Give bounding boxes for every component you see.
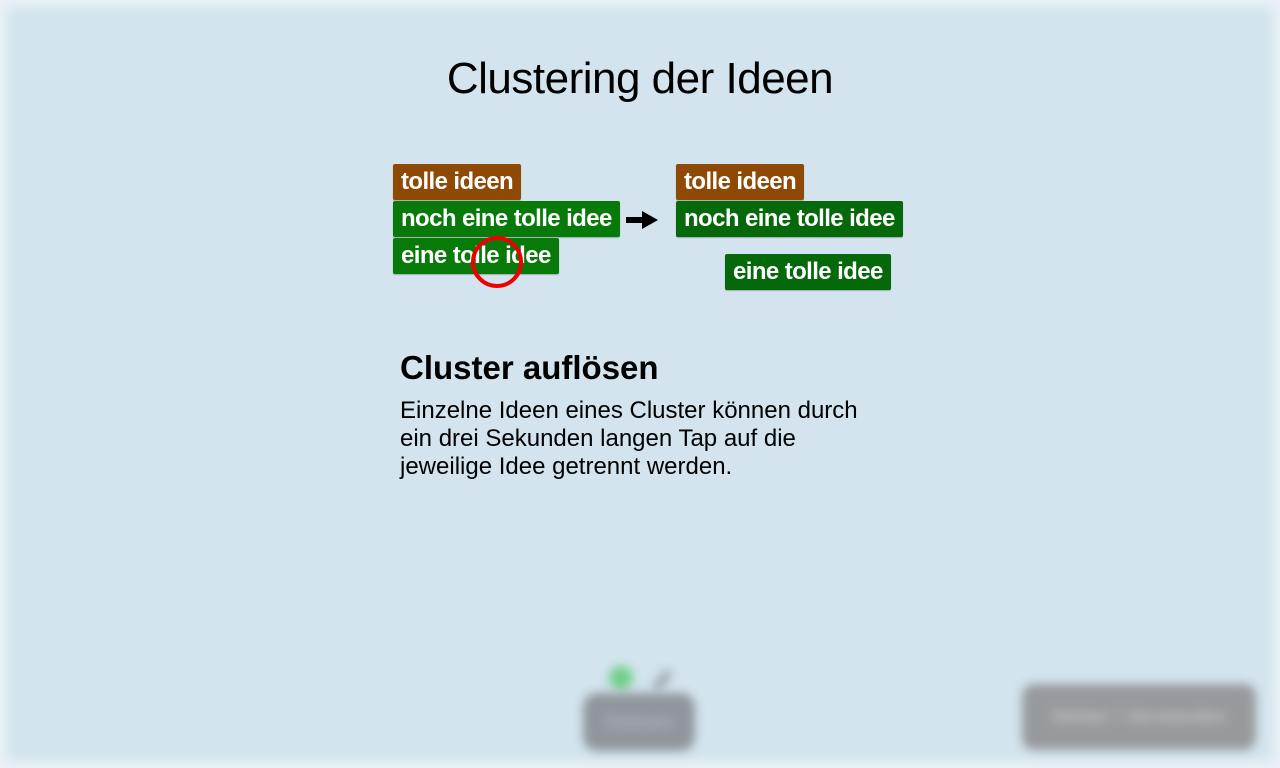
thumbs-icon [609, 666, 673, 690]
idea-tag-after-separated: eine tolle idee [725, 254, 891, 290]
page-title: Clustering der Ideen [446, 54, 834, 103]
right-arrow-icon [626, 211, 658, 229]
idea-tag-before-1: tolle ideen [393, 164, 522, 200]
idea-tag-before-2: noch eine tolle idee [393, 201, 620, 237]
tap-highlight-circle [471, 236, 523, 288]
help-text: Einzelne Ideen eines Cluster können durc… [400, 397, 858, 480]
idea-tag-after-1: tolle ideen [676, 164, 805, 200]
read-button[interactable]: Gelesen [583, 693, 695, 751]
next-button[interactable]: Weiter / Verstanden [1022, 684, 1256, 750]
idea-tag-after-2: noch eine tolle idee [676, 201, 903, 237]
help-heading: Cluster auflösen [400, 349, 659, 386]
